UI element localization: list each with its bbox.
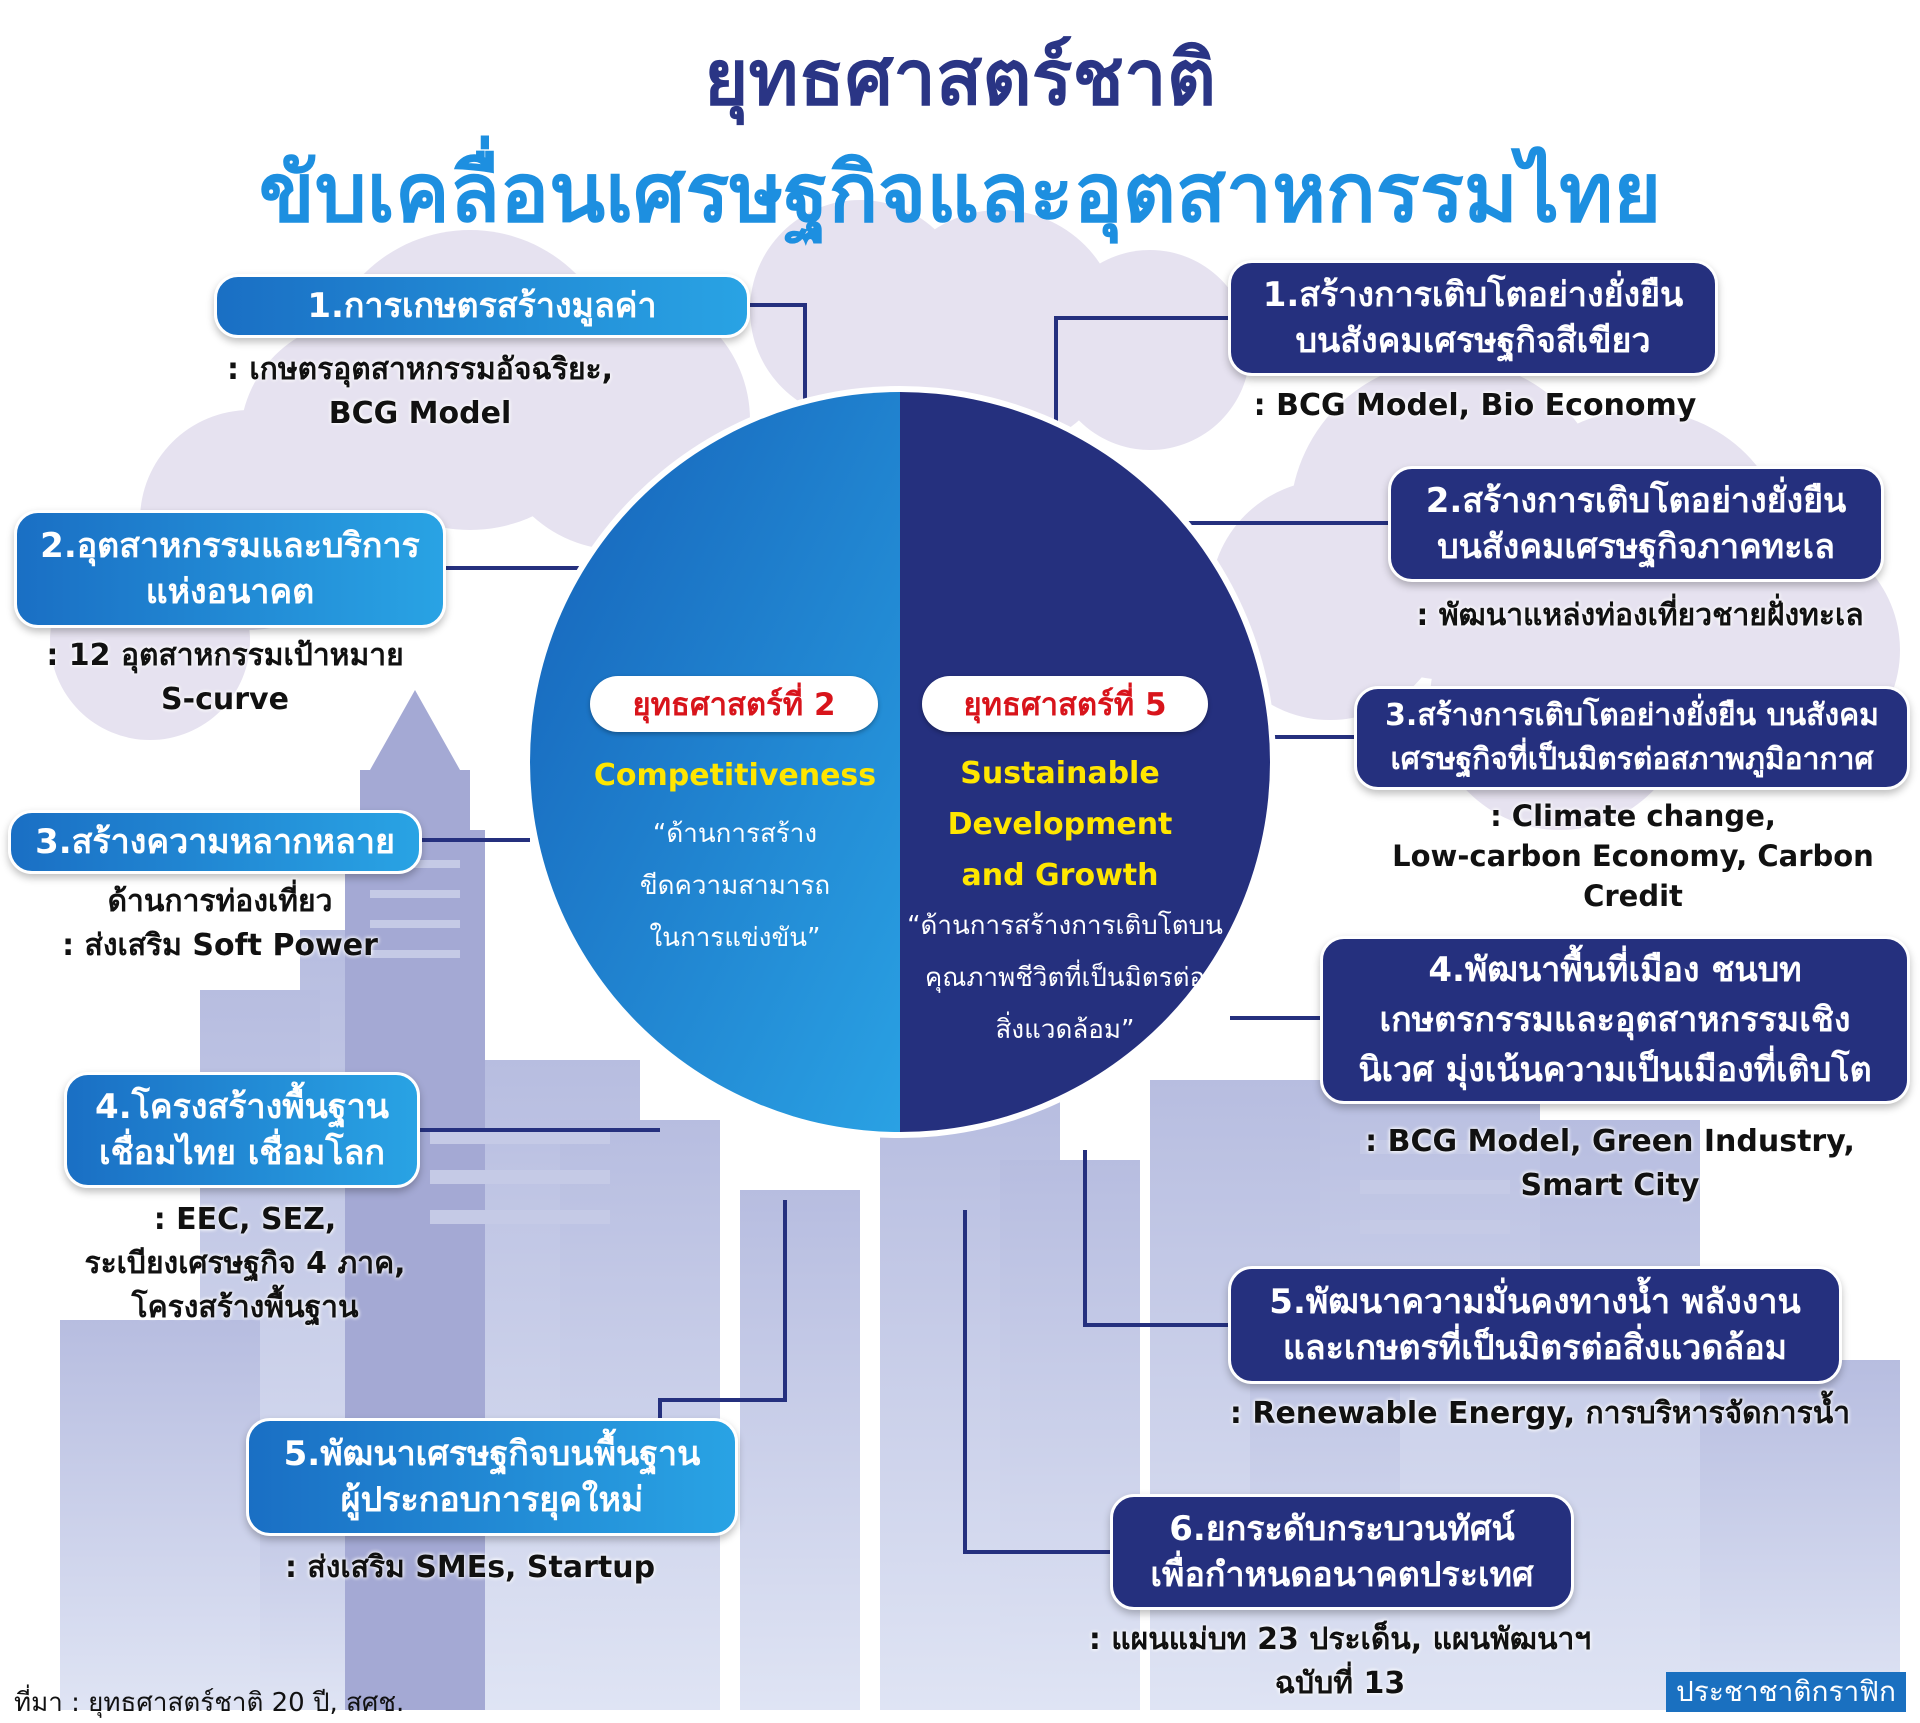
right-item-1-note: : BCG Model, Bio Economy [1253, 388, 1697, 423]
left-item-2-note: : 12 อุตสาหกรรมเป้าหมาย S-curve [46, 638, 404, 717]
strategy-2-badge: ยุทธศาสตร์ที่ 2 [590, 676, 878, 732]
strategy-5-badge: ยุทธศาสตร์ที่ 5 [922, 676, 1208, 732]
left-item-4-note: : EEC, SEZ, ระเบียงเศรษฐกิจ 4 ภาค, โครงส… [84, 1202, 406, 1325]
strategy-5-heading: Sustainable Development and Growth [947, 756, 1173, 893]
title-line-1: ยุทธศาสตร์ชาติ [703, 33, 1217, 122]
strategy-5-quote: “ด้านการสร้างการเติบโตบน คุณภาพชีวิตที่เ… [907, 911, 1223, 1045]
strategy-2-quote: “ด้านการสร้าง ขีดความสามารถ ในการแข่งขัน… [639, 819, 831, 953]
left-item-1-note: : เกษตรอุตสาหกรรมอัจฉริยะ, BCG Model [226, 352, 614, 431]
left-item-4-label: 4.โครงสร้างพื้นฐาน เชื่อมไทย เชื่อมโลก [64, 1072, 420, 1188]
left-item-5-label: 5.พัฒนาเศรษฐกิจบนพื้นฐาน ผู้ประกอบการยุค… [246, 1418, 738, 1536]
left-item-5-note: : ส่งเสริม SMEs, Startup [284, 1550, 656, 1585]
left-item-1-label: 1.การเกษตรสร้างมูลค่า [214, 274, 750, 338]
right-item-1-label: 1.สร้างการเติบโตอย่างยั่งยืน บนสังคมเศรษ… [1228, 260, 1718, 376]
right-item-6-note: : แผนแม่บท 23 ประเด็น, แผนพัฒนาฯ ฉบับที่… [1088, 1622, 1592, 1701]
tower [345, 690, 485, 1710]
right-item-3-note: : Climate change, Low-carbon Economy, Ca… [1392, 799, 1874, 913]
right-item-3-label: 3.สร้างการเติบโตอย่างยั่งยืน บนสังคม เศร… [1354, 686, 1910, 790]
right-item-4-note: : BCG Model, Green Industry, Smart City [1365, 1124, 1855, 1203]
left-item-3-note: ด้านการท่องเที่ยว : ส่งเสริม Soft Power [62, 884, 378, 963]
strategy-2-heading: Competitiveness [593, 758, 877, 793]
title-line-2: ขับเคลื่อนเศรษฐกิจและอุตสาหกรรมไทย [258, 146, 1662, 241]
left-item-2-label: 2.อุตสาหกรรมและบริการ แห่งอนาคต [14, 510, 446, 628]
right-item-4-label: 4.พัฒนาพื้นที่เมือง ชนบท เกษตรกรรมและอุต… [1320, 936, 1910, 1104]
building-windows [370, 860, 1510, 1234]
left-item-3-label: 3.สร้างความหลากหลาย [8, 810, 422, 874]
right-item-6-label: 6.ยกระดับกระบวนทัศน์ เพื่อกำหนดอนาคตประเ… [1110, 1494, 1574, 1610]
right-item-2-label: 2.สร้างการเติบโตอย่างยั่งยืน บนสังคมเศรษ… [1388, 466, 1884, 582]
right-item-5-label: 5.พัฒนาความมั่นคงทางน้ำ พลังงาน และเกษตร… [1228, 1266, 1842, 1384]
right-item-2-note: : พัฒนาแหล่งท่องเที่ยวชายฝั่งทะเล [1416, 598, 1864, 633]
brand-logo: ประชาชาติกราฟิก [1666, 1672, 1906, 1712]
source-credit: ที่มา : ยุทธศาสตร์ชาติ 20 ปี, สศช. [14, 1688, 405, 1718]
right-item-5-note: : Renewable Energy, การบริหารจัดการน้ำ [1229, 1396, 1851, 1431]
